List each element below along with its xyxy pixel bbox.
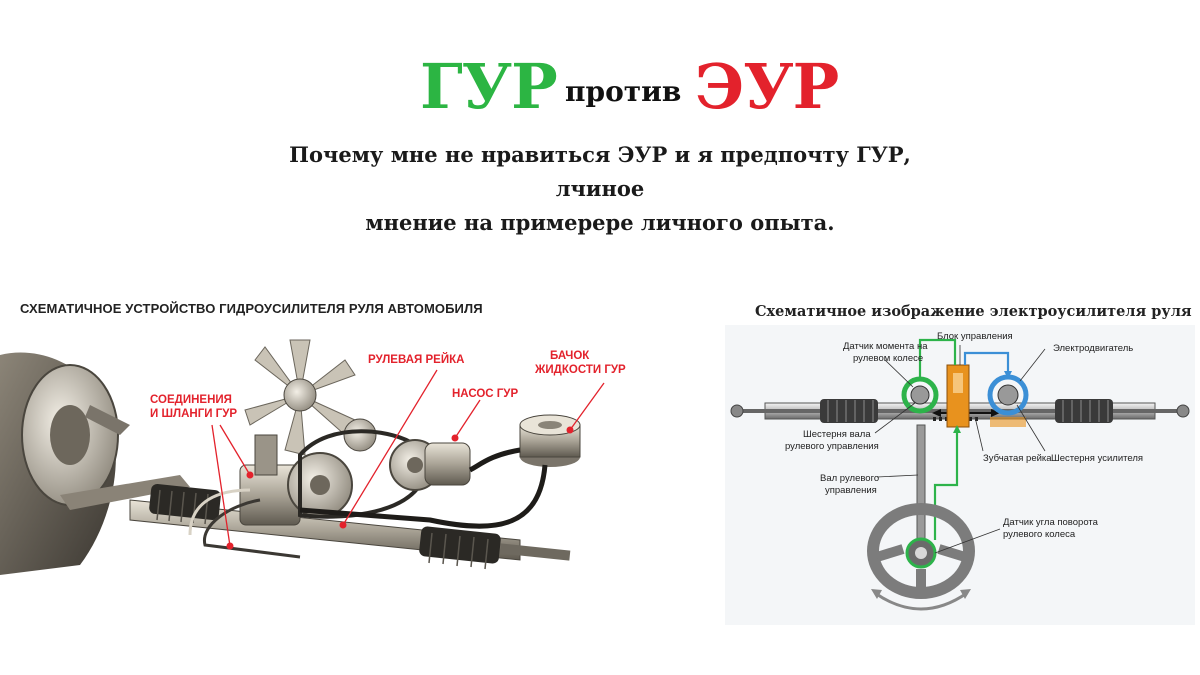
label-shaft-gear-2: рулевого управления <box>785 441 879 452</box>
label-torque-sensor-1: Датчик момента на <box>843 341 928 352</box>
title-eur: ЭУР <box>695 52 838 122</box>
label-tank-2: ЖИДКОСТИ ГУР <box>534 364 626 376</box>
label-control-unit: Блок управления <box>937 331 1013 342</box>
label-hoses-1: СОЕДИНЕНИЯ <box>150 394 232 406</box>
power-steering-pump <box>390 440 470 490</box>
label-angle-sensor-1: Датчик угла поворота <box>1003 517 1099 528</box>
hydraulic-diagram-caption: СХЕМАТИЧНОЕ УСТРОЙСТВО ГИДРОУСИЛИТЕЛЯ РУ… <box>20 301 483 316</box>
label-torque-sensor-2: рулевом колесе <box>853 353 923 364</box>
title-row: ГУР против ЭУР <box>0 52 1200 122</box>
label-angle-sensor-2: рулевого колеса <box>1003 529 1076 540</box>
subtitle: Почему мне не нравиться ЭУР и я предпочт… <box>250 138 950 240</box>
label-steering-shaft-1: Вал рулевого <box>820 473 879 484</box>
title-gur: ГУР <box>420 52 557 122</box>
label-pump: НАСОС ГУР <box>452 388 518 400</box>
fluid-reservoir <box>520 415 580 467</box>
label-rack: РУЛЕВАЯ РЕЙКА <box>368 353 464 366</box>
subtitle-line-2: мнение на примерере личного опыта. <box>250 206 950 240</box>
subtitle-line-1: Почему мне не нравиться ЭУР и я предпочт… <box>250 138 950 206</box>
label-shaft-gear-1: Шестерня вала <box>803 429 871 440</box>
label-assist-gear: Шестерня усилителя <box>1051 453 1143 464</box>
assist-gear <box>998 385 1018 405</box>
pressure-hose <box>470 450 520 470</box>
steering-shaft-gear <box>911 386 929 404</box>
label-tank-1: БАЧОК <box>550 350 590 362</box>
label-steering-shaft-2: управления <box>825 485 877 496</box>
electric-diagram-caption: Схематичное изображение электроусилителя… <box>755 303 1192 320</box>
hydraulic-steering-illustration: СОЕДИНЕНИЯ И ШЛАНГИ ГУР РУЛЕВАЯ РЕЙКА НА… <box>0 325 640 585</box>
label-motor: Электродвигатель <box>1053 343 1133 354</box>
label-gear-rack: Зубчатая рейка <box>983 453 1052 464</box>
steering-column <box>917 425 925 555</box>
electric-steering-schematic: Датчик момента на рулевом колесе Блок уп… <box>725 325 1195 625</box>
title-vs: против <box>565 72 681 112</box>
label-hoses-2: И ШЛАНГИ ГУР <box>150 408 237 420</box>
